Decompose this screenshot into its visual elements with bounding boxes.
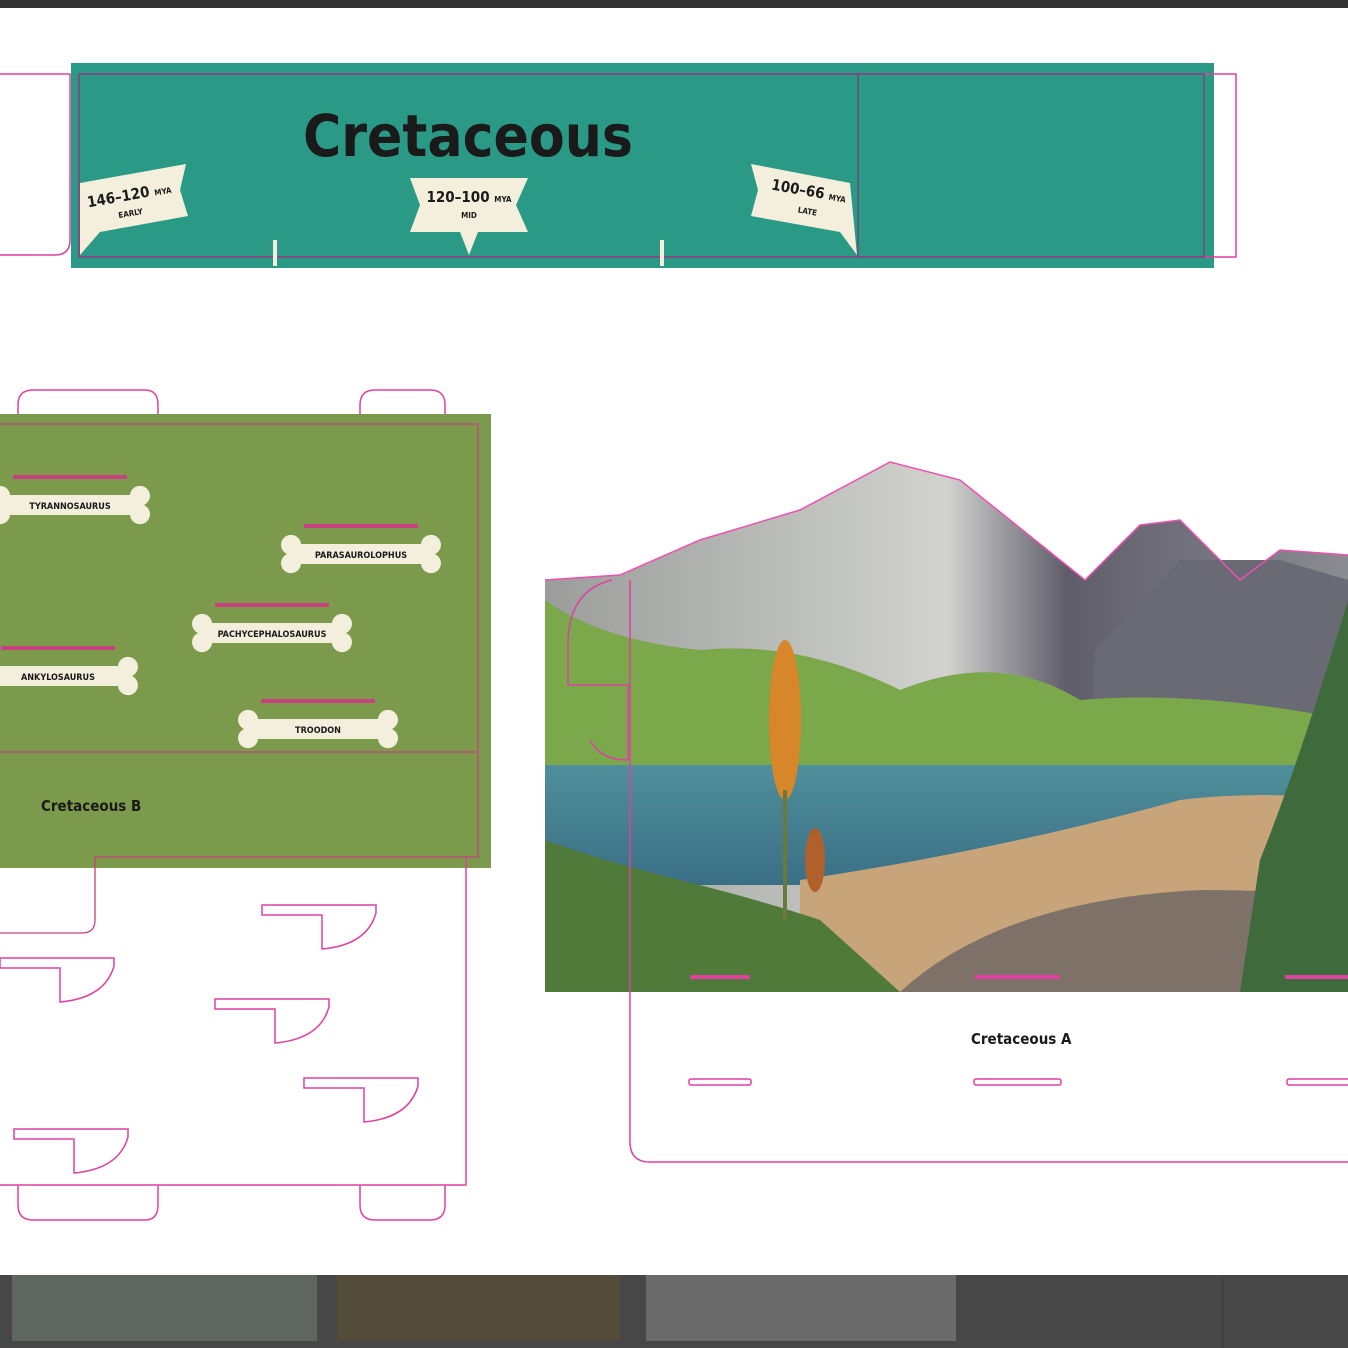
foreground-plants	[545, 840, 900, 992]
tab-cut-line	[17, 389, 446, 424]
bone-text: ANKYLOSAURUS	[21, 673, 95, 683]
bone-label: TYRANNOSAURUS	[0, 475, 150, 525]
thumbnail-tray	[0, 1275, 1348, 1348]
timeline-band: Cretaceous 146–120 MYA EARLY 120–100 MYA…	[0, 63, 1237, 268]
flower-spike	[769, 640, 801, 800]
slot	[261, 699, 375, 703]
slot	[13, 475, 127, 479]
cut-line	[0, 423, 479, 934]
pine-tree	[1240, 600, 1348, 992]
bone-label: PACHYCEPHALOSAURUS	[192, 603, 352, 653]
svg-text:LATE: LATE	[797, 205, 818, 217]
window-top-bar	[0, 0, 1348, 8]
flower-spike	[805, 828, 825, 892]
period-banner-mid: 120–100 MYA MID	[410, 178, 528, 255]
bone-label: PARASAUROLOPHUS	[281, 524, 441, 574]
thumbnail-2[interactable]	[337, 1275, 620, 1341]
bone-text: PARASAUROLOPHUS	[315, 551, 407, 561]
rocks	[900, 890, 1348, 992]
fold-line	[78, 73, 1205, 258]
svg-text:EARLY: EARLY	[118, 207, 145, 220]
period-banner-late: 100–66 MYA LATE	[751, 164, 857, 255]
cut-line	[544, 461, 1348, 582]
panel-cretaceous-b: TYRANNOSAURUS PARASAUROLOPHUS PACHYCEPHALO…	[0, 389, 491, 1221]
slot	[304, 524, 418, 528]
panel-b-label: Cretaceous B	[41, 797, 141, 815]
bone-text: TROODON	[295, 726, 341, 736]
bone-label: ANKYLOSAURUS	[0, 646, 138, 696]
cut-line	[0, 73, 71, 256]
band-title: Cretaceous	[303, 102, 633, 170]
hook-cut-line	[13, 1128, 129, 1174]
panel-cretaceous-a: Cretaceous A	[544, 461, 1348, 1163]
slot	[215, 603, 329, 607]
tick-mark	[273, 240, 277, 266]
hook-cut-line	[214, 998, 330, 1044]
slot-lines	[688, 1078, 1348, 1086]
bone-text: TYRANNOSAURUS	[29, 502, 111, 512]
hook-cut-line	[0, 957, 115, 1003]
canvas: Cretaceous 146–120 MYA EARLY 120–100 MYA…	[0, 63, 1348, 1221]
slot	[1, 646, 115, 650]
cut-line	[567, 579, 1348, 1163]
svg-text:MID: MID	[461, 211, 477, 220]
thumbnail-1[interactable]	[12, 1275, 317, 1341]
tray-divider	[1222, 1275, 1223, 1348]
green-hills	[545, 600, 1348, 800]
panel-a-label: Cretaceous A	[971, 1030, 1072, 1048]
hook-cut-line	[303, 1077, 419, 1123]
bone-text: PACHYCEPHALOSAURUS	[218, 630, 327, 640]
thumbnail-3[interactable]	[646, 1275, 956, 1341]
svg-text:120–100 MYA: 120–100 MYA	[427, 188, 512, 206]
band-background	[71, 63, 1214, 268]
bone-label: TROODON	[238, 699, 398, 749]
cut-line	[0, 857, 467, 1221]
hook-cut-line	[261, 904, 377, 950]
tick-mark	[660, 240, 664, 266]
period-banner-early: 146–120 MYA EARLY	[80, 164, 188, 255]
